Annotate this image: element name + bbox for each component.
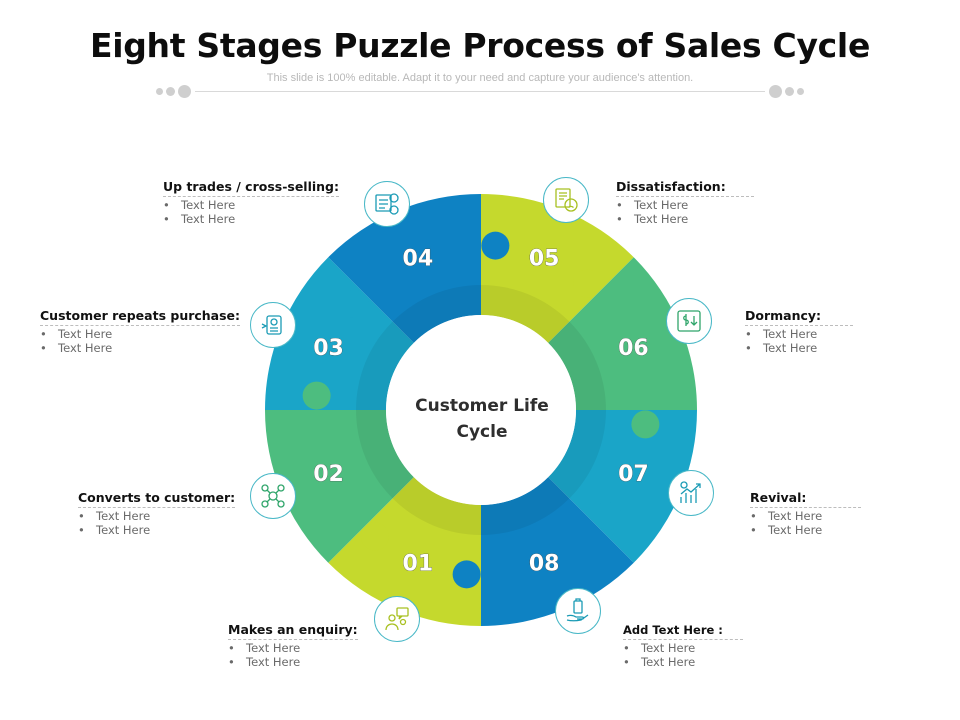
- dollar-down-icon: [666, 298, 712, 344]
- center-label: Customer Life Cycle: [392, 393, 572, 445]
- puzzle-knob: [573, 269, 602, 298]
- stage-07-bullet: Text Here: [750, 509, 861, 523]
- puzzle-knob: [481, 231, 510, 260]
- stage-04-bullet: Text Here: [163, 198, 339, 212]
- stage-05-bullet: Text Here: [616, 198, 754, 212]
- segment-03: [265, 257, 414, 410]
- stage-05-label: Dissatisfaction: Text HereText Here: [616, 176, 754, 226]
- stage-03-bullet: Text Here: [40, 327, 240, 341]
- stage-04-label: Up trades / cross-selling: Text HereText…: [163, 176, 340, 226]
- segment-07: [548, 410, 697, 563]
- puzzle-knob: [593, 502, 622, 531]
- segment-05: [481, 194, 634, 343]
- stage-06-title: Dormancy:: [745, 308, 854, 326]
- stage-number-02: 02: [313, 462, 344, 487]
- stage-06-bullet: Text Here: [745, 341, 853, 355]
- stage-number-05: 05: [529, 247, 560, 272]
- cross-selling-icon: [364, 181, 410, 227]
- segment-06: [548, 257, 697, 410]
- stage-03-title: Customer repeats purchase:: [40, 308, 241, 326]
- center-circle: [386, 315, 576, 505]
- stage-03-bullet: Text Here: [40, 341, 240, 355]
- stage-02-title: Converts to customer:: [78, 490, 236, 508]
- stage-08-bullet: Text Here: [623, 641, 743, 655]
- stage-06-label: Dormancy: Text HereText Here: [745, 305, 854, 355]
- segment-04: [328, 194, 481, 343]
- segment-08: [481, 477, 634, 626]
- segment-01: [328, 477, 481, 626]
- stage-07-label: Revival: Text HereText Here: [750, 487, 862, 537]
- stage-number-01: 01: [403, 551, 434, 576]
- customer-network-icon: [250, 473, 296, 519]
- puzzle-knob: [340, 289, 369, 318]
- stage-01-label: Makes an enquiry: Text HereText Here: [228, 619, 358, 669]
- page-title: Eight Stages Puzzle Process of Sales Cyc…: [89, 26, 871, 65]
- stage-01-bullet: Text Here: [228, 655, 358, 669]
- segment-02: [265, 410, 414, 563]
- stage-number-06: 06: [618, 336, 649, 361]
- stage-number-04: 04: [403, 247, 434, 272]
- stage-number-03: 03: [313, 336, 344, 361]
- stage-04-title: Up trades / cross-selling:: [163, 179, 340, 197]
- stage-02-label: Converts to customer: Text HereText Here: [78, 487, 236, 537]
- stage-08-bullet: Text Here: [623, 655, 743, 669]
- stage-07-bullet: Text Here: [750, 523, 861, 537]
- sad-document-icon: [543, 177, 589, 223]
- puzzle-knob: [360, 522, 389, 551]
- stage-02-bullet: Text Here: [78, 523, 235, 537]
- stage-05-bullet: Text Here: [616, 212, 754, 226]
- center-label-line2: Cycle: [456, 422, 508, 442]
- stage-number-07: 07: [618, 462, 649, 487]
- stage-01-title: Makes an enquiry:: [228, 622, 358, 640]
- stage-03-label: Customer repeats purchase: Text HereText…: [40, 305, 241, 355]
- stage-number-08: 08: [529, 551, 560, 576]
- puzzle-knob: [302, 381, 331, 410]
- repeat-purchase-icon: [250, 302, 296, 348]
- stage-08-label: Add Text Here : Text HereText Here: [623, 619, 743, 669]
- stage-07-title: Revival:: [750, 490, 862, 508]
- puzzle-knob: [631, 410, 660, 439]
- stage-05-title: Dissatisfaction:: [616, 179, 754, 197]
- stage-06-bullet: Text Here: [745, 327, 853, 341]
- stage-01-bullet: Text Here: [228, 641, 358, 655]
- growth-chart-icon: [668, 470, 714, 516]
- center-label-line1: Customer Life: [415, 396, 549, 416]
- stage-08-title: Add Text Here :: [623, 623, 743, 640]
- stage-04-bullet: Text Here: [163, 212, 339, 226]
- hand-product-icon: [555, 588, 601, 634]
- puzzle-knob: [452, 560, 481, 589]
- stage-02-bullet: Text Here: [78, 509, 235, 523]
- page-subtitle: This slide is 100% editable. Adapt it to…: [266, 72, 694, 84]
- enquiry-people-icon: [374, 596, 420, 642]
